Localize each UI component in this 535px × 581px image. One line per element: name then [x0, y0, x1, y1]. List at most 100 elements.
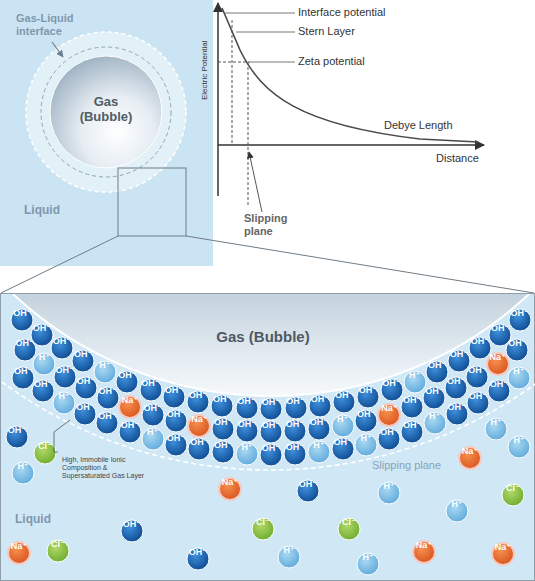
- ion-circle: Na⁺: [7, 541, 31, 565]
- ion-shape: [426, 361, 448, 383]
- ion-label: OH⁻: [11, 366, 35, 390]
- ion-circle: OH⁻: [487, 379, 511, 403]
- ion-circle: Na⁺: [486, 352, 510, 376]
- ion-label: OH⁻: [141, 403, 165, 427]
- ion-shape: [116, 371, 138, 393]
- interface-circle: [41, 47, 171, 177]
- ion-label: OH⁻: [380, 378, 404, 402]
- ion-shape: [448, 350, 470, 372]
- ion-circle: OH⁻: [508, 308, 532, 332]
- ion-circle: OH⁻: [447, 349, 471, 373]
- ion-label: Na⁺: [218, 477, 242, 501]
- ion-label: H⁺: [307, 440, 331, 464]
- node-text: Liquid: [24, 204, 104, 218]
- ion-shape: [466, 366, 488, 388]
- ion-circle: OH⁻: [308, 394, 332, 418]
- ion-label: OH⁻: [73, 402, 97, 426]
- ion-label: OH⁻: [120, 519, 144, 543]
- ion-circle: OH⁻: [505, 338, 529, 362]
- text-label: Stern Layer: [298, 25, 418, 38]
- ion-circle: OH⁻: [95, 411, 119, 435]
- ion-shape: [32, 380, 54, 402]
- ion-shape: [284, 420, 306, 442]
- node-text: Gas-Liquid interface: [16, 12, 102, 37]
- ion-circle: OH⁻: [296, 479, 320, 503]
- ion-shape: [381, 379, 403, 401]
- ion-label: OH⁻: [354, 409, 378, 433]
- ion-shape: [187, 391, 209, 413]
- ion-label: OH⁻: [96, 386, 120, 410]
- ion-label: H⁺: [235, 442, 259, 466]
- ion-shape: [467, 392, 489, 414]
- ion-circle: OH⁻: [210, 394, 234, 418]
- ion-label: OH⁻: [31, 379, 55, 403]
- ion-shape: [357, 553, 379, 575]
- ion-label: OH⁻: [162, 385, 186, 409]
- ion-label: OH⁻: [71, 349, 95, 373]
- ion-shape: [278, 546, 300, 568]
- ion-circle: OH⁻: [400, 420, 424, 444]
- leader-line: [236, 32, 295, 33]
- node-text: Gas (Bubble): [70, 95, 142, 125]
- ion-shape: [308, 418, 330, 440]
- ion-label: H⁺: [11, 461, 35, 485]
- guide-line: [218, 62, 250, 63]
- ion-circle: H⁺: [52, 391, 76, 415]
- ion-shape: [75, 377, 97, 399]
- ion-circle: H⁺: [354, 433, 378, 457]
- ion-shape: [14, 339, 36, 361]
- ion-label: H⁺: [403, 370, 427, 394]
- ion-shape: [378, 428, 400, 450]
- ion-label: OH⁻: [211, 417, 235, 441]
- ion-shape: [297, 480, 319, 502]
- ion-circle: OH⁻: [13, 338, 37, 362]
- ion-shape: [508, 367, 530, 389]
- ion-shape: [31, 324, 53, 346]
- text-label: Interface potential: [298, 6, 418, 19]
- ion-shape: [8, 542, 30, 564]
- ion-shape: [423, 387, 445, 409]
- ion-shape: [188, 438, 210, 460]
- ion-shape: [140, 379, 162, 401]
- zoom-line: [186, 236, 534, 293]
- text-label: Slipping plane: [372, 459, 462, 472]
- ion-shape: [488, 380, 510, 402]
- ion-circle: OH⁻: [141, 403, 165, 427]
- ion-shape: [357, 386, 379, 408]
- ion-circle: OH⁻: [50, 336, 74, 360]
- text-label: Slipping plane: [244, 212, 304, 237]
- ion-label: OH⁻: [296, 479, 320, 503]
- ion-circle: H⁺: [403, 370, 427, 394]
- ion-shape: [121, 520, 143, 542]
- ion-label: OH⁻: [13, 338, 37, 362]
- ion-shape: [332, 438, 354, 460]
- ion-circle: H⁺: [235, 442, 259, 466]
- node-text: Gas (Bubble): [198, 328, 328, 345]
- ion-circle: OH⁻: [211, 440, 235, 464]
- ion-shape: [236, 443, 258, 465]
- ion-circle: OH⁻: [283, 419, 307, 443]
- ion-circle: Na⁺: [118, 395, 142, 419]
- ion-shape: [509, 309, 531, 331]
- y-axis: [217, 3, 219, 196]
- ion-label: OH⁻: [259, 397, 283, 421]
- ion-shape: [236, 397, 258, 419]
- ion-circle: Cl⁻: [251, 517, 275, 541]
- ion-shape: [119, 396, 141, 418]
- ion-shape: [285, 397, 307, 419]
- ion-label: Cl⁻: [501, 483, 525, 507]
- ion-shape: [378, 404, 400, 426]
- ion-label: OH⁻: [447, 349, 471, 373]
- ion-circle: OH⁻: [71, 349, 95, 373]
- ion-shape: [97, 387, 119, 409]
- ion-circle: H⁺: [277, 545, 301, 569]
- ion-circle: OH⁻: [445, 402, 469, 426]
- ion-circle: OH⁻: [53, 365, 77, 389]
- ion-shape: [332, 415, 354, 437]
- ion-label: OH⁻: [186, 390, 210, 414]
- ion-shape: [309, 395, 331, 417]
- ion-circle: OH⁻: [186, 390, 210, 414]
- ion-shape: [492, 543, 514, 565]
